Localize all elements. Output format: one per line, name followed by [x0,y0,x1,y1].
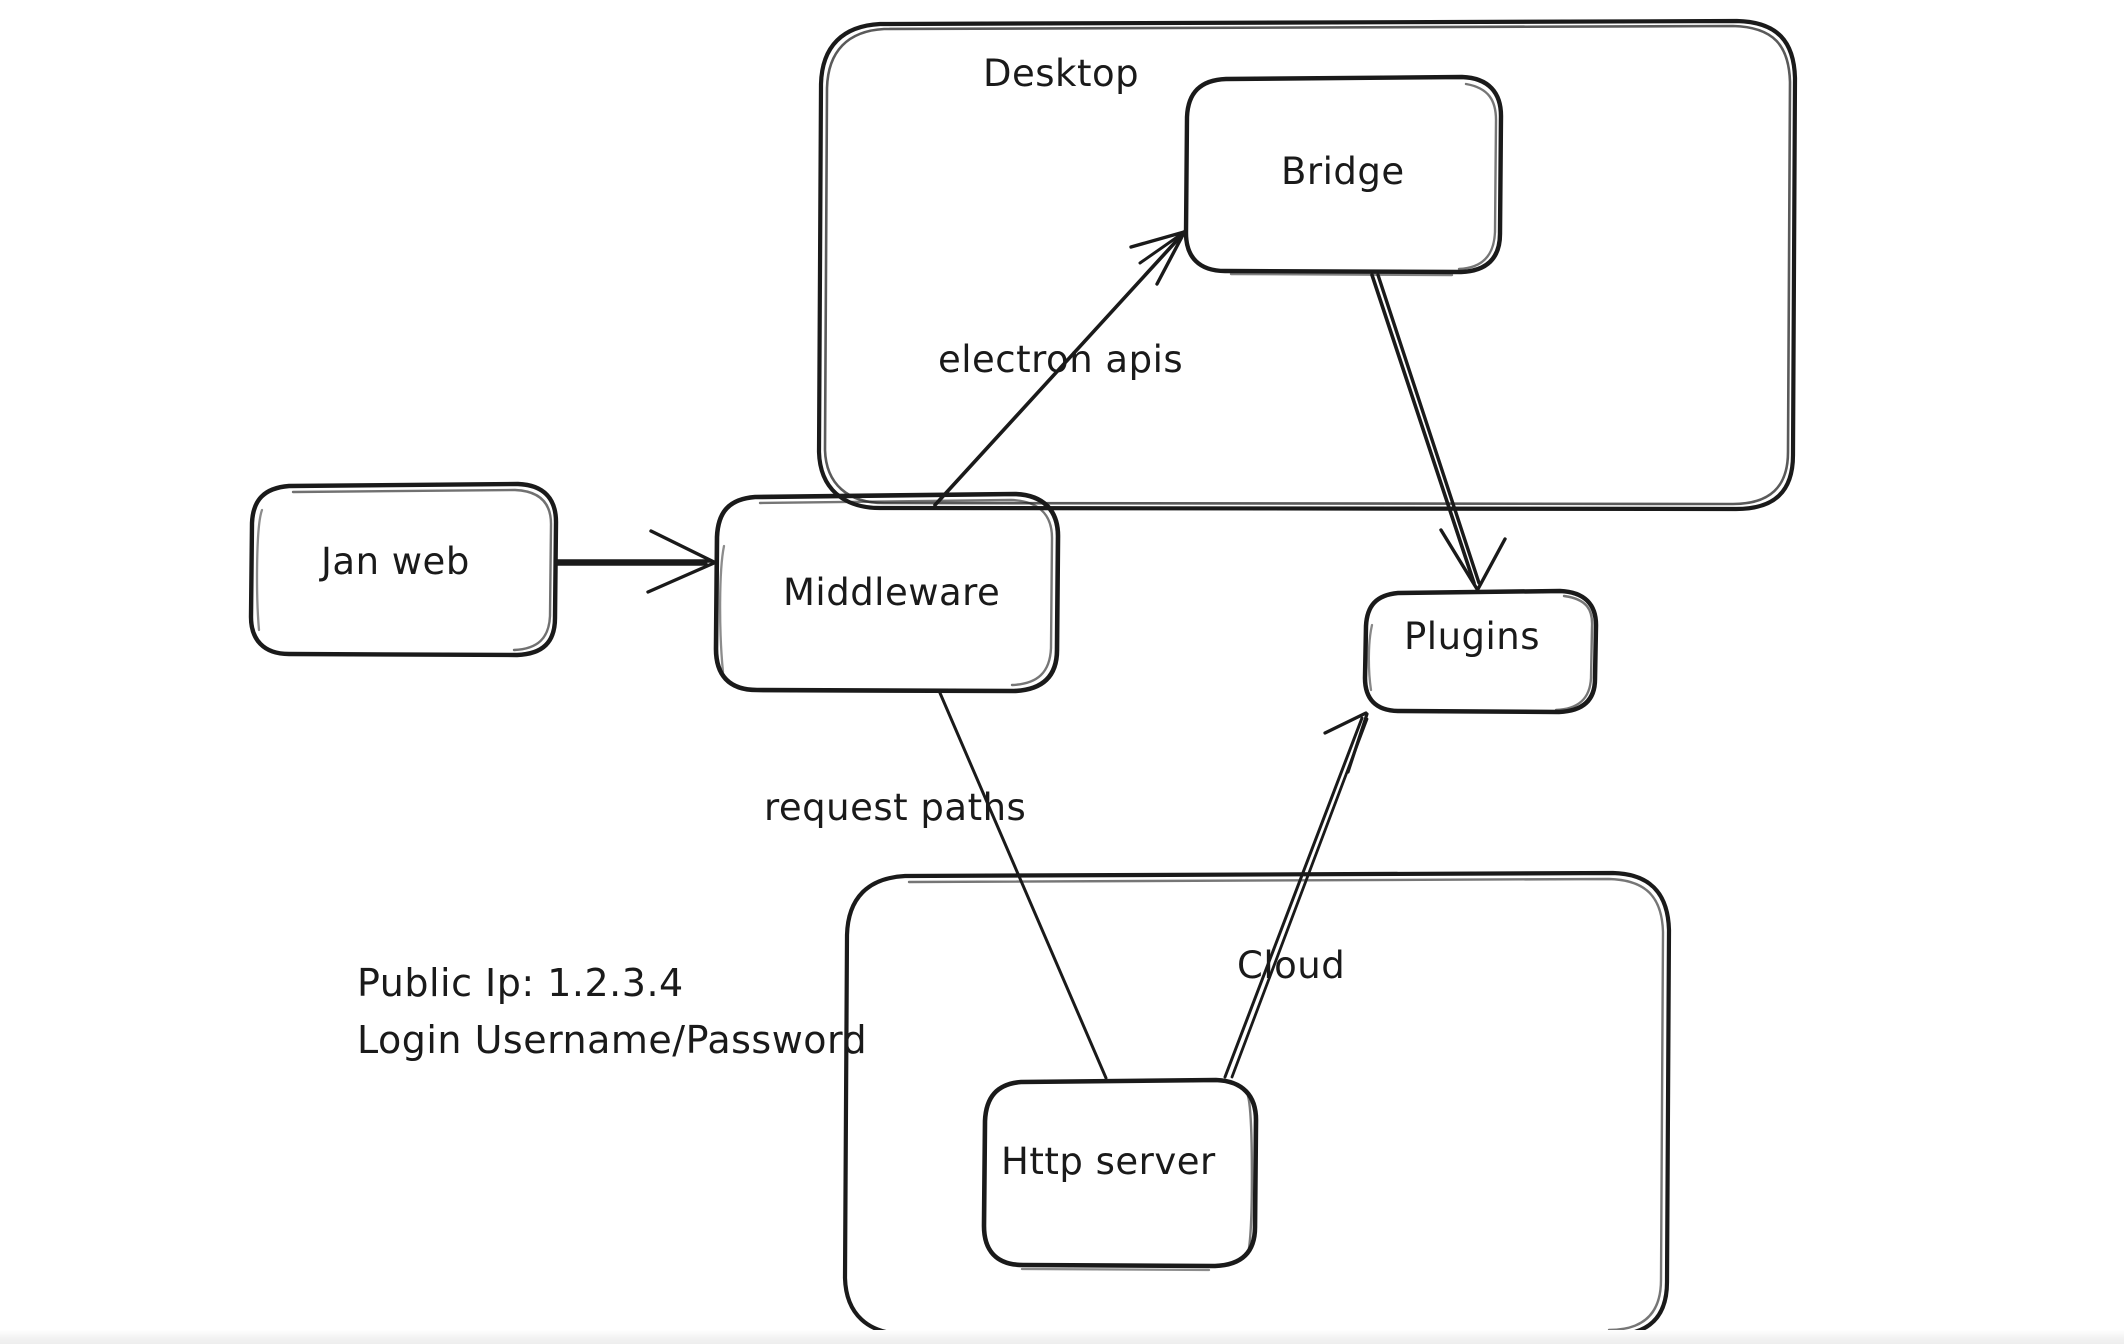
viewport-bottom-edge [0,1330,2124,1344]
note-public-ip: Public Ip: 1.2.3.4 [357,961,684,1005]
edge-label-request-paths: request paths [764,786,1027,829]
node-bridge-outline [1183,74,1504,277]
edge-http-server-to-middleware [938,691,1108,1080]
edge-middleware-to-bridge [933,229,1187,507]
node-plugins-outline [1362,588,1599,715]
group-desktop-outline [816,18,1798,512]
node-label-middleware[interactable]: Middleware [783,571,1001,614]
group-label-desktop: Desktop [983,52,1140,95]
group-cloud-outline [842,870,1672,1338]
node-middleware-outline [713,491,1061,694]
note-login-credentials: Login Username/Password [357,1018,868,1062]
node-http-server-outline [981,1077,1259,1272]
node-label-http-server[interactable]: Http server [1001,1140,1216,1183]
node-jan-web-outline [248,481,559,658]
edge-label-cloud: Cloud [1237,944,1346,987]
edge-jan-web-to-middleware [555,529,716,594]
edge-bridge-to-plugins [1370,273,1507,591]
node-label-jan-web[interactable]: Jan web [321,540,470,583]
node-label-bridge[interactable]: Bridge [1281,150,1405,193]
edge-label-electron-apis: electron apis [938,338,1184,381]
node-label-plugins[interactable]: Plugins [1404,615,1541,658]
edge-http-server-to-plugins [1223,711,1369,1079]
